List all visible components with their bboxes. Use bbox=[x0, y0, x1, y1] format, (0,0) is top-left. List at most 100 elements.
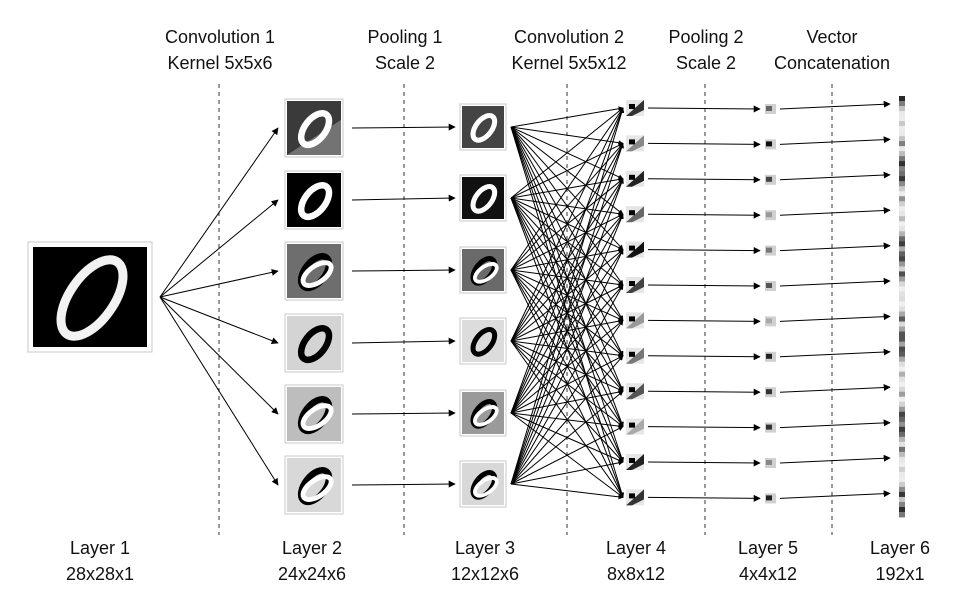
vector-cell bbox=[899, 216, 905, 222]
vector-cell bbox=[899, 256, 905, 262]
thumbnail-pattern bbox=[629, 493, 635, 499]
vector-cell bbox=[899, 446, 905, 453]
stage-dividers bbox=[218, 84, 833, 535]
thumbnail-pattern bbox=[766, 389, 772, 395]
vector-cell bbox=[899, 451, 905, 458]
thumbnail-pattern bbox=[629, 245, 635, 251]
thumbnail-pattern bbox=[766, 460, 772, 465]
stage-caption-line1: Pooling 1 bbox=[367, 27, 443, 47]
vector-cell bbox=[899, 381, 905, 388]
vector-cell bbox=[899, 246, 905, 252]
connection-arrow bbox=[510, 319, 624, 485]
connection-arrow bbox=[779, 277, 891, 287]
layer-label-2: Layer 2 24x24x6 bbox=[278, 535, 346, 587]
stage-caption-vector-concatenation: Vector Concatenation bbox=[774, 24, 890, 76]
connection-arrow bbox=[779, 136, 891, 145]
connection-arrow bbox=[351, 266, 456, 274]
digit-zero-glyph bbox=[56, 255, 128, 341]
vector-cell bbox=[899, 511, 905, 518]
connection-arrow bbox=[351, 194, 456, 202]
thumbnail-pattern bbox=[629, 281, 635, 286]
digit-zero-glyph bbox=[297, 325, 333, 364]
thumbnail-pattern bbox=[766, 106, 772, 111]
vector-cell bbox=[899, 346, 905, 353]
feature-map-thumbnail bbox=[765, 351, 776, 362]
digit-edge-glyph bbox=[473, 405, 499, 427]
feature-map-thumbnail bbox=[284, 241, 344, 301]
thumbnail-background bbox=[462, 106, 504, 148]
stage-caption-line1: Convolution 2 bbox=[513, 27, 625, 47]
vector-cell bbox=[899, 236, 905, 242]
vector-cell bbox=[899, 416, 905, 423]
connection-arrow bbox=[510, 126, 624, 146]
feature-map-thumbnail bbox=[626, 100, 644, 116]
thumbnail-pattern bbox=[629, 458, 635, 463]
feature-map-thumbnail bbox=[284, 384, 344, 444]
vector-cell bbox=[899, 121, 905, 127]
layer-3-feature-maps bbox=[459, 103, 507, 508]
vector-cell bbox=[899, 276, 905, 282]
vector-cell bbox=[899, 401, 905, 408]
digit-zero-glyph bbox=[470, 113, 498, 143]
stage-caption-line2: Kernel 5x5x6 bbox=[167, 53, 273, 73]
digit-edge-glyph bbox=[473, 476, 499, 498]
vector-cell bbox=[899, 326, 905, 332]
thumbnail-pattern bbox=[766, 318, 772, 324]
connection-arrow bbox=[510, 142, 624, 485]
connection-arrow bbox=[510, 107, 624, 271]
connection-arrow bbox=[647, 424, 761, 432]
connection-arrow bbox=[510, 284, 624, 485]
stage-caption-line2: Scale 2 bbox=[675, 53, 737, 73]
thumbnail-background bbox=[462, 320, 504, 362]
thumbnail-pattern bbox=[629, 104, 635, 109]
thumbnail-pattern bbox=[766, 176, 772, 182]
connection-arrow bbox=[510, 107, 625, 485]
connection-arrow bbox=[351, 480, 456, 488]
vector-cell bbox=[899, 156, 905, 162]
vector-cell bbox=[899, 211, 905, 217]
connection-arrow bbox=[510, 143, 624, 271]
vector-cell bbox=[899, 386, 905, 393]
vector-cell bbox=[899, 376, 905, 383]
feature-map-thumbnail bbox=[765, 104, 776, 114]
stage-caption-line2: Concatenation bbox=[773, 53, 891, 73]
connection-arrow bbox=[779, 348, 891, 358]
feature-map-thumbnail bbox=[459, 460, 507, 508]
connection-arrow bbox=[510, 249, 624, 485]
vector-cell bbox=[899, 391, 905, 398]
vector-cell bbox=[899, 396, 905, 403]
connection-arrow bbox=[647, 247, 761, 255]
vector-cell bbox=[899, 101, 905, 107]
vector-cell bbox=[899, 261, 905, 267]
vector-cell bbox=[899, 131, 905, 137]
feature-map-thumbnail bbox=[626, 170, 644, 187]
thumbnail-pattern bbox=[766, 247, 772, 253]
vector-cell bbox=[899, 181, 905, 187]
thumbnail-pattern bbox=[766, 424, 772, 430]
feature-map-thumbnail bbox=[626, 206, 644, 223]
connection-arrow bbox=[510, 107, 624, 414]
connection-arrow bbox=[647, 211, 761, 219]
connection-arrow bbox=[351, 337, 456, 345]
feature-map-thumbnail bbox=[765, 245, 776, 256]
digit-zero-glyph bbox=[297, 182, 333, 221]
connection-arrow bbox=[510, 142, 624, 199]
vector-cell bbox=[899, 371, 905, 378]
feature-map-thumbnail bbox=[459, 389, 507, 437]
layer-name: Layer 5 bbox=[737, 538, 799, 558]
thumbnail-pattern bbox=[766, 353, 772, 359]
vector-cell bbox=[899, 441, 905, 448]
digit-edge-glyph bbox=[300, 474, 334, 502]
vector-cell bbox=[899, 496, 905, 503]
vector-cell bbox=[899, 171, 905, 177]
feature-map-thumbnail bbox=[284, 170, 344, 230]
connection-arrow bbox=[510, 107, 624, 342]
vector-cell bbox=[899, 426, 905, 433]
vector-cell bbox=[899, 201, 905, 207]
vector-cell bbox=[899, 351, 905, 358]
connection-arrow bbox=[779, 454, 891, 464]
feature-map-thumbnail bbox=[765, 316, 776, 327]
connection-arrow bbox=[779, 490, 891, 499]
feature-map-thumbnail bbox=[626, 418, 644, 435]
